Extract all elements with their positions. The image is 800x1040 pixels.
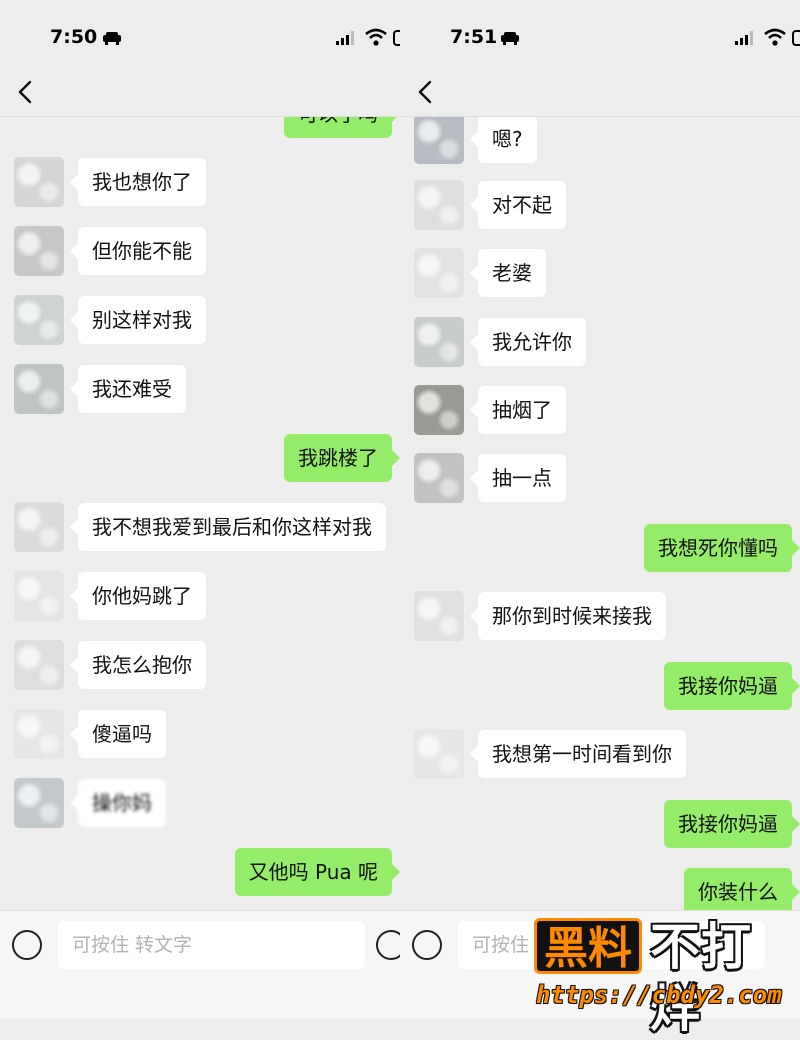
emoji-icon[interactable] — [376, 930, 400, 960]
contact-avatar[interactable] — [414, 591, 464, 641]
contact-avatar[interactable] — [414, 385, 464, 435]
contact-avatar[interactable] — [414, 729, 464, 779]
incoming-bubble[interactable]: 我想第一时间看到你 — [470, 730, 686, 778]
watermark-url: https://cbdy2.com — [536, 981, 782, 1009]
watermark: 黑料 不打烊 https://cbdy2.com — [534, 916, 800, 1038]
contact-avatar[interactable] — [14, 157, 64, 207]
voice-icon[interactable] — [12, 930, 42, 960]
incoming-message-row: 嗯? — [400, 117, 800, 164]
outgoing-bubble[interactable]: 可以了吗 — [284, 117, 400, 138]
outgoing-message-row: 我接你妈逼 — [400, 661, 800, 711]
left-chat-screenshot: 7:50 可以了吗我也想你了但你能不能别这样对我我还难受我跳楼了我不想我爱到最后… — [0, 0, 400, 1019]
incoming-message-row: 我还难受 — [0, 364, 400, 414]
contact-avatar[interactable] — [414, 248, 464, 298]
incoming-message-row: 但你能不能 — [0, 226, 400, 276]
outgoing-message-row: 我跳楼了 — [0, 433, 400, 483]
outgoing-bubble[interactable]: 我跳楼了 — [284, 434, 400, 482]
outgoing-bubble[interactable]: 我接你妈逼 — [664, 662, 800, 710]
incoming-bubble[interactable]: 那你到时候来接我 — [470, 592, 666, 640]
battery-icon — [393, 30, 400, 46]
car-icon — [501, 32, 519, 45]
incoming-message-row: 我不想我爱到最后和你这样对我 — [0, 502, 400, 552]
car-icon — [103, 32, 121, 45]
incoming-bubble[interactable]: 老婆 — [470, 249, 546, 297]
incoming-message-row: 你他妈跳了 — [0, 571, 400, 621]
incoming-bubble[interactable]: 别这样对我 — [70, 296, 206, 344]
incoming-message-row: 抽烟了 — [400, 385, 800, 435]
incoming-message-row: 那你到时候来接我 — [400, 591, 800, 641]
message-list[interactable]: 嗯?对不起老婆我允许你抽烟了抽一点我想死你懂吗那你到时候来接我我接你妈逼我想第一… — [400, 117, 800, 911]
incoming-bubble[interactable]: 抽烟了 — [470, 386, 566, 434]
contact-avatar[interactable] — [14, 295, 64, 345]
message-input[interactable]: 可按住 转文字 — [58, 921, 365, 969]
chat-header — [400, 70, 800, 117]
contact-avatar[interactable] — [414, 117, 464, 164]
incoming-bubble[interactable]: 嗯? — [470, 117, 537, 163]
contact-avatar[interactable] — [14, 778, 64, 828]
outgoing-message-row: 可以了吗 — [0, 117, 400, 139]
contact-avatar[interactable] — [14, 571, 64, 621]
incoming-message-row: 对不起 — [400, 180, 800, 230]
watermark-badge: 黑料 — [534, 918, 642, 974]
contact-avatar[interactable] — [14, 709, 64, 759]
incoming-message-row: 我怎么抱你 — [0, 640, 400, 690]
incoming-message-row: 操你妈 — [0, 778, 400, 828]
incoming-bubble[interactable]: 对不起 — [470, 181, 566, 229]
outgoing-bubble[interactable]: 我想死你懂吗 — [644, 524, 800, 572]
outgoing-bubble[interactable]: 我接你妈逼 — [664, 800, 800, 848]
incoming-bubble[interactable]: 操你妈 — [70, 779, 166, 827]
status-bar: 7:51 — [400, 0, 800, 70]
status-time: 7:51 — [450, 26, 498, 48]
incoming-message-row: 我也想你了 — [0, 157, 400, 207]
outgoing-message-row: 我想死你懂吗 — [400, 523, 800, 573]
incoming-message-row: 老婆 — [400, 248, 800, 298]
contact-avatar[interactable] — [14, 364, 64, 414]
incoming-message-row: 我想第一时间看到你 — [400, 729, 800, 779]
wifi-icon — [764, 28, 786, 46]
incoming-bubble[interactable]: 我还难受 — [70, 365, 186, 413]
incoming-bubble[interactable]: 我怎么抱你 — [70, 641, 206, 689]
back-arrow-icon[interactable] — [414, 78, 438, 106]
incoming-bubble[interactable]: 抽一点 — [470, 454, 566, 502]
contact-avatar[interactable] — [14, 640, 64, 690]
wifi-icon — [365, 28, 387, 46]
back-arrow-icon[interactable] — [14, 78, 38, 106]
chat-header — [0, 70, 400, 117]
incoming-bubble[interactable]: 傻逼吗 — [70, 710, 166, 758]
battery-icon — [792, 30, 800, 46]
outgoing-bubble[interactable]: 你装什么 — [684, 868, 800, 911]
outgoing-message-row: 你装什么 — [400, 867, 800, 911]
incoming-message-row: 傻逼吗 — [0, 709, 400, 759]
contact-avatar[interactable] — [414, 180, 464, 230]
incoming-message-row: 我允许你 — [400, 317, 800, 367]
contact-avatar[interactable] — [414, 453, 464, 503]
status-time: 7:50 — [50, 26, 98, 48]
outgoing-bubble[interactable]: 又他吗 Pua 呢 — [234, 848, 400, 896]
outgoing-message-row: 又他吗 Pua 呢 — [0, 847, 400, 897]
outgoing-message-row: 我接你妈逼 — [400, 799, 800, 849]
incoming-bubble[interactable]: 我允许你 — [470, 318, 586, 366]
signal-icon — [336, 31, 354, 45]
voice-icon[interactable] — [412, 930, 442, 960]
message-list[interactable]: 可以了吗我也想你了但你能不能别这样对我我还难受我跳楼了我不想我爱到最后和你这样对… — [0, 117, 400, 911]
incoming-bubble[interactable]: 你他妈跳了 — [70, 572, 206, 620]
contact-avatar[interactable] — [414, 317, 464, 367]
right-chat-screenshot: 7:51 嗯? 对不起老婆我允许你抽烟了抽一点我想死你懂吗那你到时候来接我我接你妈… — [400, 0, 800, 1019]
incoming-message-row: 抽一点 — [400, 453, 800, 503]
incoming-bubble[interactable]: 我不想我爱到最后和你这样对我 — [70, 503, 386, 551]
input-bar: 可按住 转文字 — [0, 910, 400, 1019]
contact-avatar[interactable] — [14, 226, 64, 276]
incoming-bubble[interactable]: 我也想你了 — [70, 158, 206, 206]
contact-avatar[interactable] — [14, 502, 64, 552]
incoming-bubble[interactable]: 但你能不能 — [70, 227, 206, 275]
status-bar: 7:50 — [0, 0, 400, 70]
incoming-message-row: 别这样对我 — [0, 295, 400, 345]
signal-icon — [735, 31, 753, 45]
